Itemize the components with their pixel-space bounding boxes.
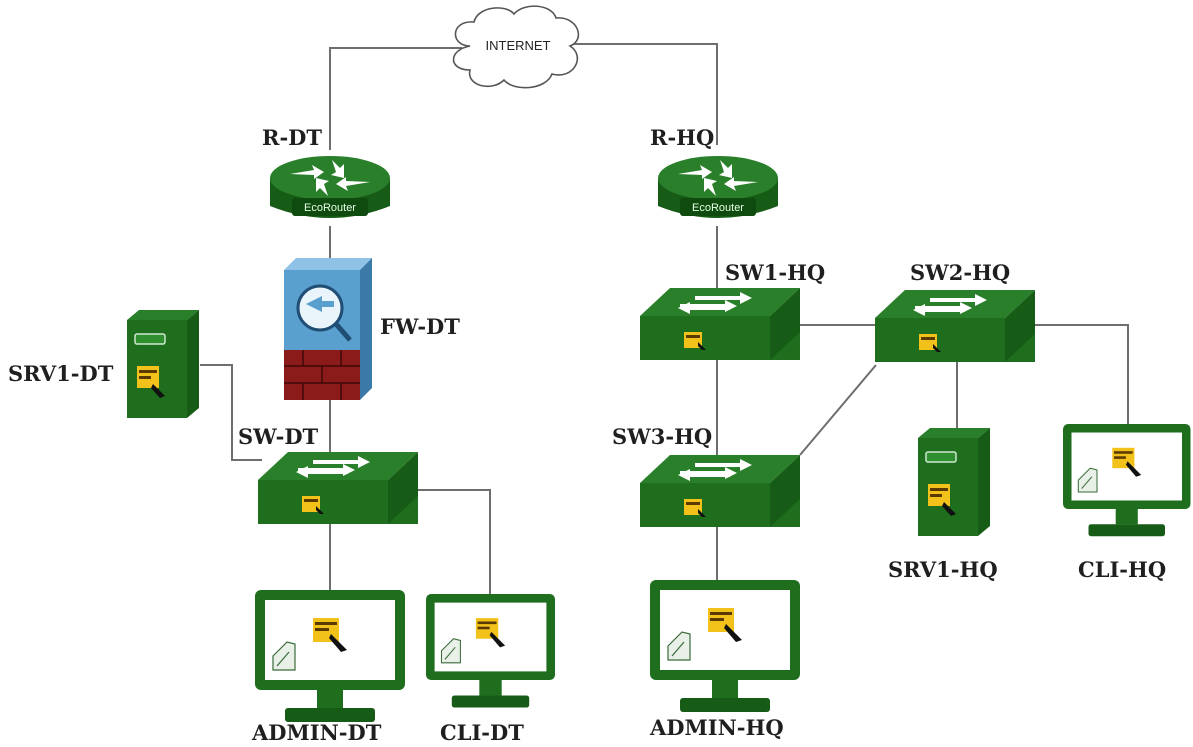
link-sw2-hq-sw3-hq: [799, 364, 877, 456]
internet-cloud: INTERNET: [452, 5, 580, 89]
switch-label-sw-dt: SW-DT: [238, 424, 319, 449]
switch-sw1-hq: [640, 288, 800, 360]
monitor-icon: [1062, 423, 1192, 537]
firewall-label-fw-dt: FW-DT: [380, 314, 460, 339]
monitor-icon: [254, 589, 406, 723]
link-internet-r-dt: [329, 47, 462, 150]
switch-icon: [640, 288, 800, 360]
router-r-hq: EcoRouter: [658, 156, 778, 218]
client-label-cli-dt: CLI-DT: [440, 720, 524, 745]
switch-icon: [875, 290, 1035, 362]
server-srv1-dt: [126, 309, 200, 419]
client-admin-hq: [649, 579, 801, 713]
internet-label: INTERNET: [486, 38, 551, 53]
link-srv1-dt-sw-dt: [200, 364, 262, 461]
router-brand: EcoRouter: [304, 202, 356, 214]
switch-label-sw3-hq: SW3-HQ: [612, 424, 712, 449]
link-internet-r-hq: [574, 43, 718, 145]
switch-label-sw1-hq: SW1-HQ: [725, 260, 825, 285]
link-sw2-hq-cli-hq: [1032, 324, 1129, 424]
server-label-srv1-hq: SRV1-HQ: [888, 557, 998, 582]
client-cli-hq: [1062, 423, 1192, 537]
monitor-icon: [425, 593, 556, 709]
router-label-r-hq: R-HQ: [650, 125, 714, 150]
server-label-srv1-dt: SRV1-DT: [8, 361, 114, 386]
switch-icon: [258, 452, 418, 524]
server-icon: [917, 427, 991, 537]
switch-sw2-hq: [875, 290, 1035, 362]
server-icon: [126, 309, 200, 419]
switch-sw-dt: [258, 452, 418, 524]
monitor-icon: [649, 579, 801, 713]
client-label-admin-hq: ADMIN-HQ: [649, 715, 784, 740]
client-label-cli-hq: CLI-HQ: [1078, 557, 1166, 582]
client-admin-dt: [254, 589, 406, 723]
firewall-fw-dt: [284, 258, 372, 400]
switch-sw3-hq: [640, 455, 800, 527]
router-r-dt: EcoRouter: [270, 156, 390, 218]
switch-icon: [640, 455, 800, 527]
links: [200, 43, 1129, 595]
switch-label-sw2-hq: SW2-HQ: [910, 260, 1010, 285]
link-sw-dt-cli-dt: [396, 489, 491, 595]
client-label-admin-dt: ADMIN-DT: [251, 720, 382, 745]
router-brand: EcoRouter: [692, 202, 744, 214]
router-label-r-dt: R-DT: [262, 125, 322, 150]
client-cli-dt: [425, 593, 556, 709]
server-srv1-hq: [917, 427, 991, 537]
